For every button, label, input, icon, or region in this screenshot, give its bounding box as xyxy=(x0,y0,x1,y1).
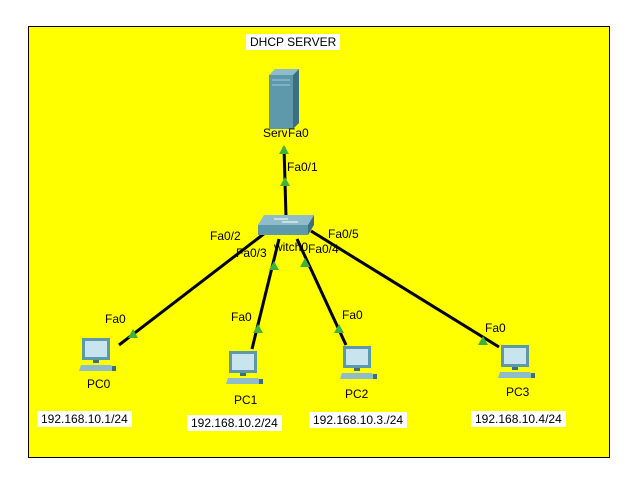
port-indicator-switch-fa0-4 xyxy=(300,258,310,267)
port-label-server-fa0: Fa0 xyxy=(288,126,309,140)
links-layer xyxy=(118,145,500,350)
port-label-switch-fa0-3: Fa0/3 xyxy=(236,246,267,260)
pc-icon[interactable] xyxy=(340,346,378,382)
pc-icon[interactable] xyxy=(79,338,117,374)
port-indicator-server xyxy=(279,145,289,154)
pc1-ip-label: 192.168.10.2/24 xyxy=(187,415,282,431)
pc-icon[interactable] xyxy=(226,351,264,387)
port-indicator-switch-fa0-3 xyxy=(269,261,279,270)
pc3-label: PC3 xyxy=(506,385,530,399)
port-label-pc1-fa0: Fa0 xyxy=(231,310,252,324)
port-indicator-switch-fa0-1 xyxy=(280,177,290,186)
server-icon[interactable] xyxy=(269,69,299,129)
pc3-ip-label: 192.168.10.4/24 xyxy=(471,411,566,427)
port-label-switch-fa0-2: Fa0/2 xyxy=(210,229,241,243)
pc1-label: PC1 xyxy=(234,393,258,407)
server-label: Server xyxy=(263,126,287,140)
pc0-label: PC0 xyxy=(87,377,111,391)
link-switch-pc3[interactable] xyxy=(310,229,500,349)
port-label-pc0-fa0: Fa0 xyxy=(105,312,126,326)
pc0-ip-label: 192.168.10.1/24 xyxy=(37,411,132,427)
port-label-pc3-fa0: Fa0 xyxy=(485,321,506,335)
topology-canvas: DHCP SERVER Server Fa0 Fa0/1 Switch0 Fa0… xyxy=(28,26,610,458)
diagram-title: DHCP SERVER xyxy=(246,34,341,50)
port-indicator-pc2 xyxy=(334,324,344,333)
port-label-switch-fa0-4: Fa0/4 xyxy=(308,242,339,256)
pc2-ip-label: 192.168.10.3./24 xyxy=(309,412,408,428)
port-label-pc2-fa0: Fa0 xyxy=(342,308,363,322)
port-indicator-pc0 xyxy=(128,329,138,338)
switch-icon[interactable] xyxy=(258,213,316,239)
switch-label: Switch0 xyxy=(274,240,308,254)
port-indicator-pc3 xyxy=(478,336,488,345)
port-label-switch-fa0-5: Fa0/5 xyxy=(328,227,359,241)
port-label-switch-fa0-1: Fa0/1 xyxy=(287,160,318,174)
port-indicator-pc1 xyxy=(253,324,263,333)
link-switch-pc0[interactable] xyxy=(118,231,266,347)
pc2-label: PC2 xyxy=(345,387,369,401)
pc-icon[interactable] xyxy=(498,345,536,381)
